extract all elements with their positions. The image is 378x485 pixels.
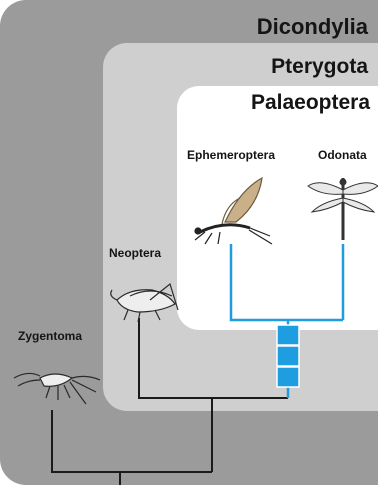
cricket-icon [111, 284, 178, 322]
character-box-2 [277, 346, 299, 366]
neoptera-branch [139, 318, 288, 398]
ephemeroptera-branch [231, 244, 343, 320]
silverfish-icon [14, 373, 100, 404]
zygentoma-branch [52, 410, 212, 472]
mayfly-icon [195, 178, 272, 244]
character-box-3 [277, 367, 299, 387]
dragonfly-icon [308, 178, 378, 240]
character-box-1 [277, 325, 299, 345]
